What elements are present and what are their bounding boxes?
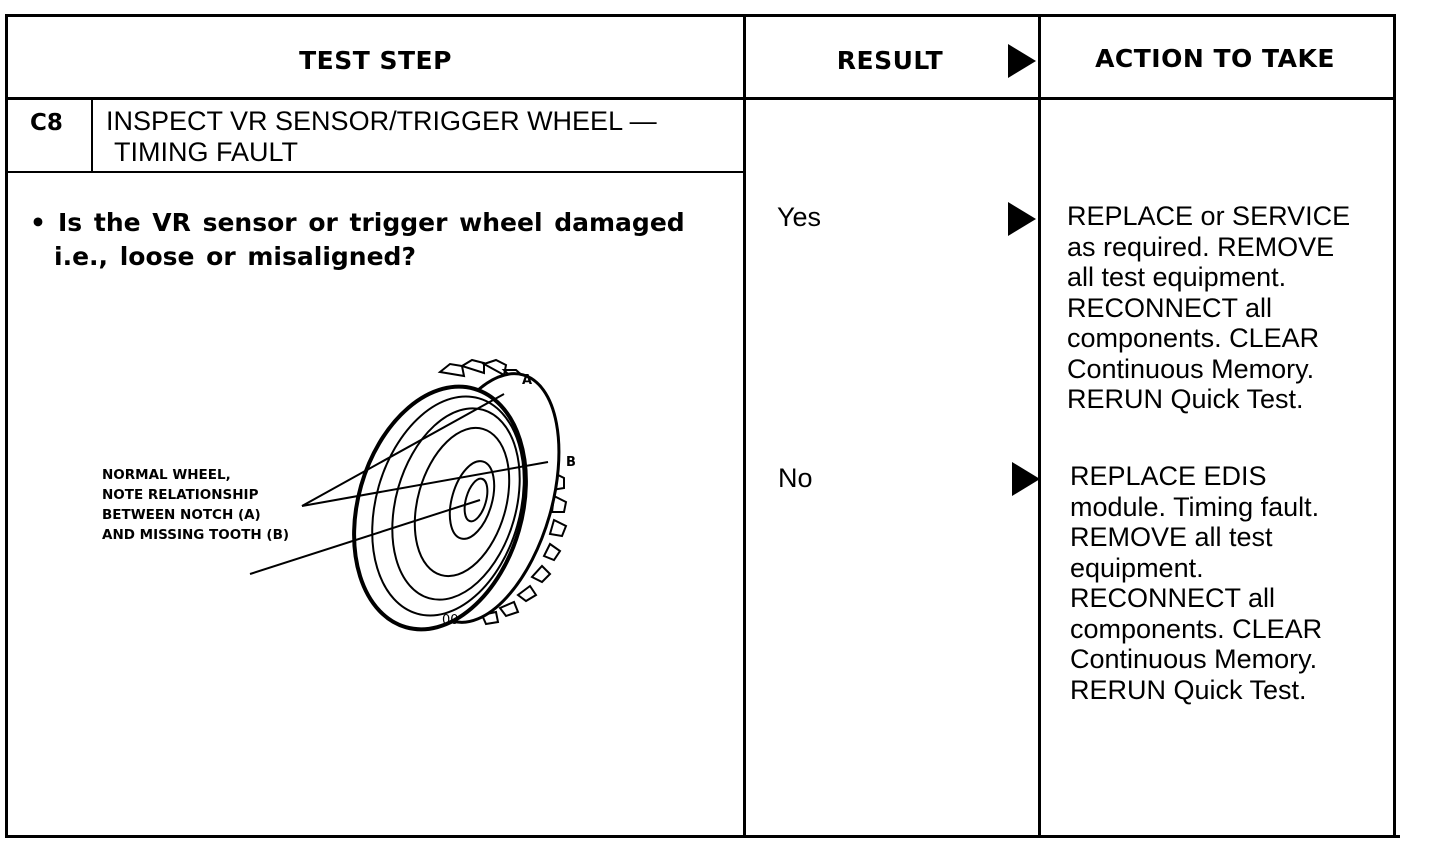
step-title-line-1: INSPECT VR SENSOR/TRIGGER WHEEL — xyxy=(106,106,657,136)
label-b: B xyxy=(566,455,576,470)
pulley-hub xyxy=(448,460,496,540)
action-no-line-1: REPLACE EDIS xyxy=(1070,461,1267,491)
action-yes-line-6: Continuous Memory. xyxy=(1067,353,1315,384)
caption-line-2: NOTE RELATIONSHIP xyxy=(102,487,259,503)
step-title-divider xyxy=(5,171,745,173)
action-yes-line-5: components. CLEAR xyxy=(1067,323,1320,353)
caption-line-3: BETWEEN NOTCH (A) xyxy=(102,507,261,523)
trigger-wheel-illustration: A B 00 xyxy=(249,358,576,632)
action-yes-line-7: RERUN Quick Test. xyxy=(1067,384,1304,414)
action-no-line-3: REMOVE all test xyxy=(1070,522,1273,552)
pulley-mark: 00 xyxy=(442,613,459,628)
leader-line-b xyxy=(301,461,549,507)
table-top-border xyxy=(5,14,1395,17)
action-yes-line-2: as required. REMOVE xyxy=(1067,231,1335,262)
table-bottom-border xyxy=(5,835,1400,838)
pulley-inner-face xyxy=(413,426,511,578)
caption-line-1: NORMAL WHEEL, xyxy=(102,467,231,483)
table-right-border xyxy=(1393,14,1396,838)
action-yes-line-3: all test equipment. xyxy=(1067,262,1287,292)
result-yes-arrow-icon xyxy=(1008,202,1036,236)
step-title-line-2: TIMING FAULT xyxy=(114,137,299,167)
pulley-bore xyxy=(463,477,489,523)
column-divider-1 xyxy=(743,14,746,838)
action-no-line-5: RECONNECT all xyxy=(1070,583,1276,613)
action-no-line-2: module. Timing fault. xyxy=(1070,491,1320,522)
result-no-arrow-icon xyxy=(1012,462,1040,496)
bullet-icon: • xyxy=(30,208,46,237)
action-no-line-8: RERUN Quick Test. xyxy=(1070,674,1307,705)
pulley-groove-2 xyxy=(391,407,521,601)
header-arrow-icon xyxy=(1008,44,1036,78)
leader-line-a xyxy=(301,393,505,507)
pulley-rim xyxy=(352,384,528,632)
column-divider-2 xyxy=(1038,14,1041,838)
result-no: No xyxy=(778,463,813,493)
caption-line-4: AND MISSING TOOTH (B) xyxy=(102,527,290,543)
question-line-2: i.e., loose or misaligned? xyxy=(54,242,416,271)
leader-line-center xyxy=(249,499,481,575)
action-no-line-6: components. CLEAR xyxy=(1070,613,1323,644)
question-line-1: Is the VR sensor or trigger wheel damage… xyxy=(58,208,685,237)
pulley-groove-1 xyxy=(371,395,525,617)
action-no-line-4: equipment. xyxy=(1070,552,1204,583)
step-question: • Is the VR sensor or trigger wheel dama… xyxy=(30,206,710,274)
action-yes-line-1: REPLACE or SERVICE xyxy=(1067,201,1351,231)
result-yes: Yes xyxy=(777,202,822,232)
table-left-border xyxy=(5,14,8,838)
action-no: REPLACE EDIS module. Timing fault. REMOV… xyxy=(1070,461,1322,705)
action-no-line-7: Continuous Memory. xyxy=(1070,644,1318,674)
header-action: ACTION TO TAKE xyxy=(1095,44,1335,73)
header-test-step: TEST STEP xyxy=(299,46,452,75)
header-divider xyxy=(5,97,1395,100)
step-id-divider xyxy=(91,98,93,172)
action-yes-line-4: RECONNECT all xyxy=(1067,292,1273,323)
step-id: C8 xyxy=(30,110,63,136)
label-a: A xyxy=(522,373,532,388)
action-yes: REPLACE or SERVICE as required. REMOVE a… xyxy=(1067,201,1350,415)
header-result: RESULT xyxy=(836,46,944,75)
step-title: INSPECT VR SENSOR/TRIGGER WHEEL — TIMING… xyxy=(106,106,657,168)
figure-caption: NORMAL WHEEL, NOTE RELATIONSHIP BETWEEN … xyxy=(102,465,289,545)
